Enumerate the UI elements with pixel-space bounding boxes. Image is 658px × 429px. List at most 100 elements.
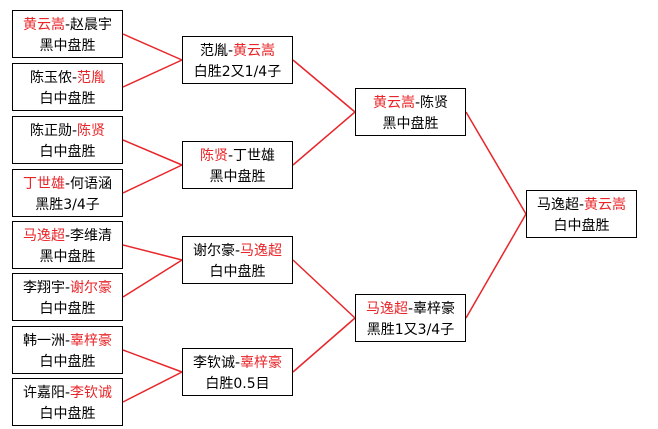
match-result: 黑中盘胜 (209, 169, 266, 185)
match-players: 黄云嵩-陈贤 (356, 93, 465, 114)
match-result: 白中盘胜 (39, 354, 96, 370)
player-1-name: 丁世雄 (22, 176, 65, 192)
round3-connector (465, 111, 527, 215)
round2-connector (292, 59, 356, 113)
round1-match-5: 马逸超-李维清黑中盘胜 (12, 221, 123, 269)
player-2-name: 赵晨宇 (70, 17, 113, 33)
player-1-name: 李翔宇 (22, 280, 65, 296)
match-players: 范胤-黄云嵩 (183, 41, 292, 62)
match-players: 马逸超-辜梓豪 (356, 299, 465, 320)
player-1-name: 韩一洲 (22, 333, 65, 349)
match-players: 许嘉阳-李钦诚 (13, 383, 122, 404)
player-2-name: 黄云嵩 (233, 43, 276, 59)
round1-match-3: 陈正勋-陈贤白中盘胜 (12, 116, 123, 164)
match-players: 黄云嵩-赵晨宇 (13, 15, 122, 36)
player-2-name: 李维清 (70, 228, 113, 244)
round3-connector (465, 213, 527, 319)
round3-match-2: 马逸超-辜梓豪黑胜1又3/4子 (355, 294, 466, 342)
player-separator: - (414, 95, 421, 111)
player-2-name: 何语涵 (70, 176, 113, 192)
player-2-name: 辜梓豪 (70, 333, 113, 349)
match-result: 黑中盘胜 (382, 116, 439, 132)
player-1-name: 谢尔豪 (192, 243, 235, 259)
match-result: 黑中盘胜 (39, 249, 96, 265)
player-separator: - (578, 197, 585, 213)
round2-match-2: 陈贤-丁世雄黑中盘胜 (182, 141, 293, 189)
round2-connector (292, 259, 356, 319)
round1-connector (122, 164, 183, 194)
match-result: 白中盘胜 (209, 264, 266, 280)
player-2-name: 范胤 (77, 70, 106, 86)
round1-match-4: 丁世雄-何语涵黑胜3/4子 (12, 169, 123, 217)
player-separator: - (234, 355, 241, 371)
match-players: 陈正勋-陈贤 (13, 121, 122, 142)
player-1-name: 范胤 (199, 43, 228, 59)
round1-match-2: 陈玉侬-范胤白中盘胜 (12, 63, 123, 111)
round1-match-1: 黄云嵩-赵晨宇黑中盘胜 (12, 10, 123, 58)
round3-match-1: 黄云嵩-陈贤黑中盘胜 (355, 88, 466, 136)
player-1-name: 李钦诚 (192, 355, 235, 371)
player-1-name: 黄云嵩 (372, 95, 415, 111)
player-separator: - (227, 148, 234, 164)
match-players: 丁世雄-何语涵 (13, 174, 122, 195)
player-2-name: 陈贤 (420, 95, 449, 111)
player-2-name: 马逸超 (240, 243, 283, 259)
round1-connector (122, 139, 183, 166)
round1-connector (122, 33, 183, 61)
player-separator: - (64, 228, 71, 244)
player-2-name: 陈贤 (77, 123, 106, 139)
player-separator: - (71, 123, 78, 139)
player-separator: - (64, 385, 71, 401)
match-players: 马逸超-李维清 (13, 226, 122, 247)
player-2-name: 李钦诚 (70, 385, 113, 401)
match-result: 白中盘胜 (39, 301, 96, 317)
match-players: 马逸超-黄云嵩 (527, 195, 636, 216)
player-2-name: 谢尔豪 (70, 280, 113, 296)
player-separator: - (64, 280, 71, 296)
player-separator: - (64, 176, 71, 192)
match-players: 李钦诚-辜梓豪 (183, 353, 292, 374)
player-separator: - (64, 333, 71, 349)
match-players: 陈贤-丁世雄 (183, 146, 292, 167)
round2-connector (292, 317, 356, 373)
player-1-name: 陈正勋 (29, 123, 72, 139)
player-separator: - (71, 70, 78, 86)
player-1-name: 陈贤 (199, 148, 228, 164)
match-players: 李翔宇-谢尔豪 (13, 278, 122, 299)
player-separator: - (407, 301, 414, 317)
match-result: 白胜2又1/4子 (193, 64, 282, 80)
player-2-name: 辜梓豪 (413, 301, 456, 317)
round1-match-8: 许嘉阳-李钦诚白中盘胜 (12, 378, 123, 426)
match-result: 黑胜3/4子 (35, 197, 100, 213)
player-separator: - (227, 43, 234, 59)
match-result: 白中盘胜 (39, 144, 96, 160)
match-players: 陈玉侬-范胤 (13, 68, 122, 89)
match-result: 白中盘胜 (39, 91, 96, 107)
round1-connector (122, 59, 183, 88)
round1-connector (122, 244, 183, 261)
round1-connector (122, 259, 183, 298)
round1-connector (122, 371, 183, 403)
player-1-name: 马逸超 (22, 228, 65, 244)
match-result: 黑胜1又3/4子 (366, 322, 455, 338)
match-players: 韩一洲-辜梓豪 (13, 331, 122, 352)
player-2-name: 丁世雄 (233, 148, 276, 164)
match-result: 黑中盘胜 (39, 38, 96, 54)
match-result: 白胜0.5目 (205, 376, 270, 392)
round2-match-1: 范胤-黄云嵩白胜2又1/4子 (182, 36, 293, 84)
player-1-name: 马逸超 (536, 197, 579, 213)
round1-match-7: 韩一洲-辜梓豪白中盘胜 (12, 326, 123, 374)
player-1-name: 陈玉侬 (29, 70, 72, 86)
player-2-name: 辜梓豪 (240, 355, 283, 371)
round2-connector (292, 111, 356, 166)
player-1-name: 许嘉阳 (22, 385, 65, 401)
player-1-name: 马逸超 (365, 301, 408, 317)
final-match-1: 马逸超-黄云嵩白中盘胜 (526, 190, 637, 238)
round1-match-6: 李翔宇-谢尔豪白中盘胜 (12, 273, 123, 321)
round2-match-4: 李钦诚-辜梓豪白胜0.5目 (182, 348, 293, 396)
round1-connector (122, 349, 183, 373)
match-players: 谢尔豪-马逸超 (183, 241, 292, 262)
player-2-name: 黄云嵩 (584, 197, 627, 213)
player-separator: - (234, 243, 241, 259)
